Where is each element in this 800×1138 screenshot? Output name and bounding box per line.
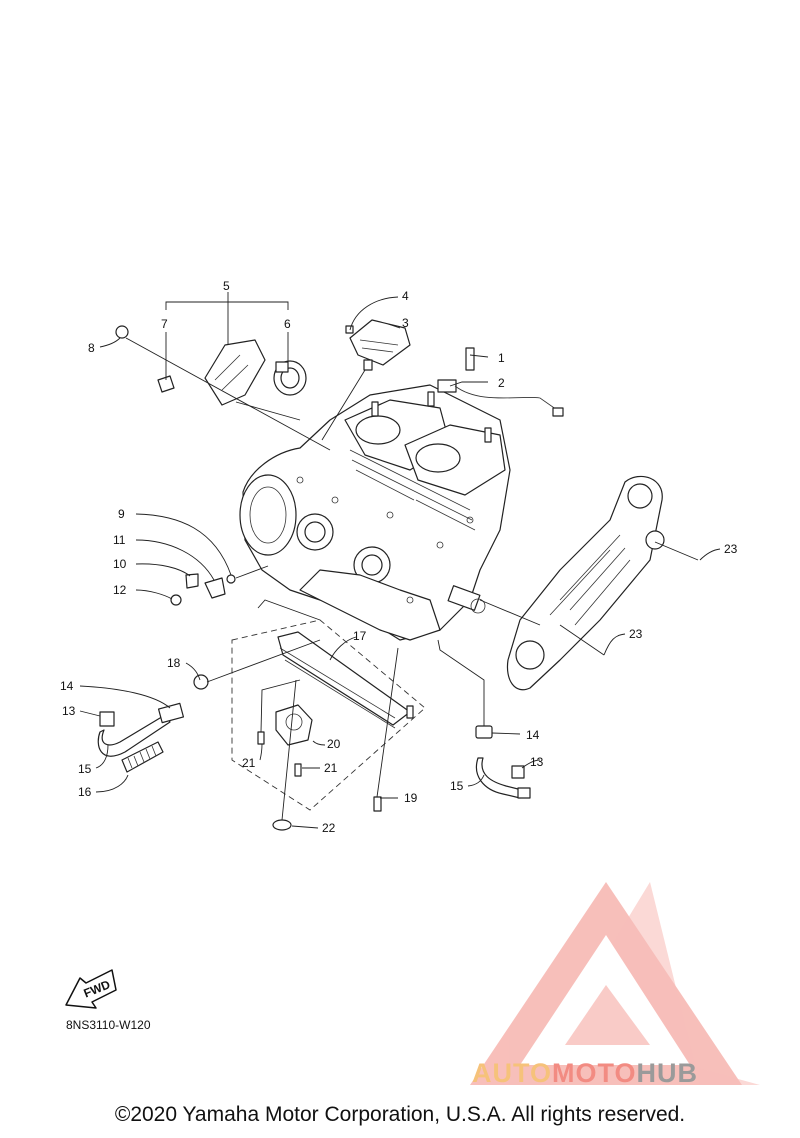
callout-2: 2: [498, 376, 505, 390]
callout-18: 18: [167, 656, 181, 670]
callout-14-left: 14: [60, 679, 74, 693]
watermark-part-auto: AUTO: [472, 1058, 553, 1088]
callout-15-right: 15: [450, 779, 464, 793]
callout-22: 22: [322, 821, 336, 835]
watermark-logo: [470, 882, 760, 1085]
callout-12: 12: [113, 583, 127, 597]
callout-11: 11: [113, 533, 126, 547]
engine-hanger: [345, 319, 411, 371]
skid-plate-group: [193, 619, 426, 831]
callout-numbers: 1 2 3 4 5 6 7 8 9 10 11 12 13 13 14 14 1…: [60, 279, 738, 835]
sensor-and-cable: [437, 347, 564, 417]
callout-23-upper: 23: [724, 542, 738, 556]
front-mount-assembly: [115, 325, 307, 406]
left-small-fasteners: [170, 573, 236, 606]
watermark-text: AUTOMOTOHUB: [472, 1058, 698, 1089]
callout-23-lower: 23: [629, 627, 643, 641]
callout-17: 17: [353, 629, 367, 643]
callout-13-left: 13: [62, 704, 76, 718]
fwd-arrow-icon: FWD: [65, 969, 117, 1009]
callout-16: 16: [78, 785, 92, 799]
callout-8: 8: [88, 341, 95, 355]
callout-4: 4: [402, 289, 409, 303]
callout-21-left: 21: [242, 756, 256, 770]
left-hose-parts: [97, 702, 185, 773]
callout-10: 10: [113, 557, 127, 571]
callout-14-right: 14: [526, 728, 540, 742]
callout-13-right: 13: [530, 755, 544, 769]
drawing-code: 8NS3110-W120: [66, 1018, 151, 1032]
copyright-notice: ©2020 Yamaha Motor Corporation, U.S.A. A…: [114, 1103, 686, 1126]
callout-20: 20: [327, 737, 341, 751]
callout-21-right: 21: [324, 761, 338, 775]
right-hose-parts: [475, 725, 531, 799]
callout-6: 6: [284, 317, 291, 331]
callout-7: 7: [161, 317, 168, 331]
engine-mount-bracket: [506, 475, 665, 691]
leader-lines: [79, 292, 721, 829]
watermark-part-moto: MOTO: [552, 1058, 637, 1088]
engine-block: [239, 384, 511, 641]
callout-19: 19: [404, 791, 418, 805]
callout-15-left: 15: [78, 762, 92, 776]
callout-9: 9: [118, 507, 125, 521]
callout-3: 3: [402, 316, 409, 330]
callout-1: 1: [498, 351, 505, 365]
watermark-part-hub: HUB: [636, 1058, 699, 1088]
callout-5: 5: [223, 279, 230, 293]
